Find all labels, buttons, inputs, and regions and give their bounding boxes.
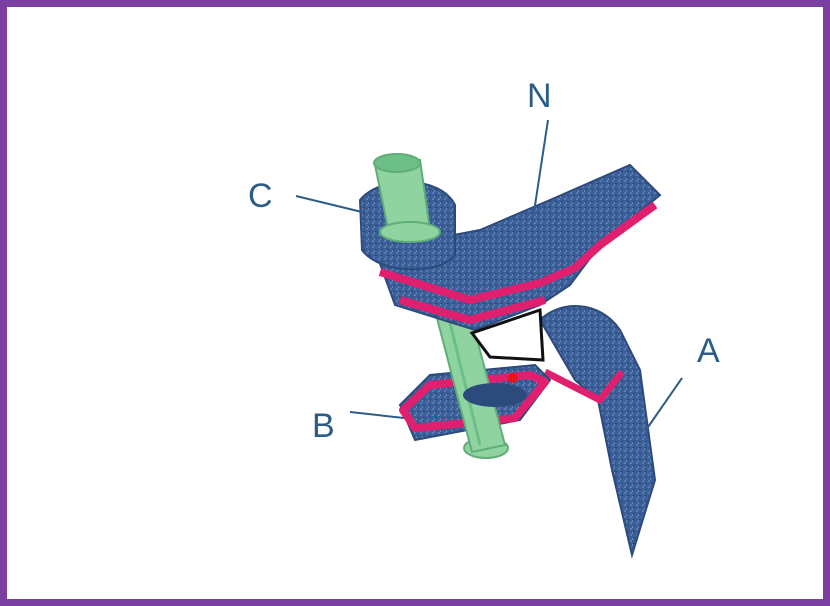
label-b: B <box>312 407 335 445</box>
leader-line-c <box>296 196 362 212</box>
leader-line-b <box>350 412 404 418</box>
leader-line-n <box>534 120 548 212</box>
strap-a <box>540 306 655 555</box>
leader-line-a <box>646 378 682 430</box>
label-n: N <box>527 77 552 115</box>
nut-part <box>360 154 455 269</box>
label-c: C <box>248 177 273 215</box>
label-a: A <box>697 332 720 370</box>
